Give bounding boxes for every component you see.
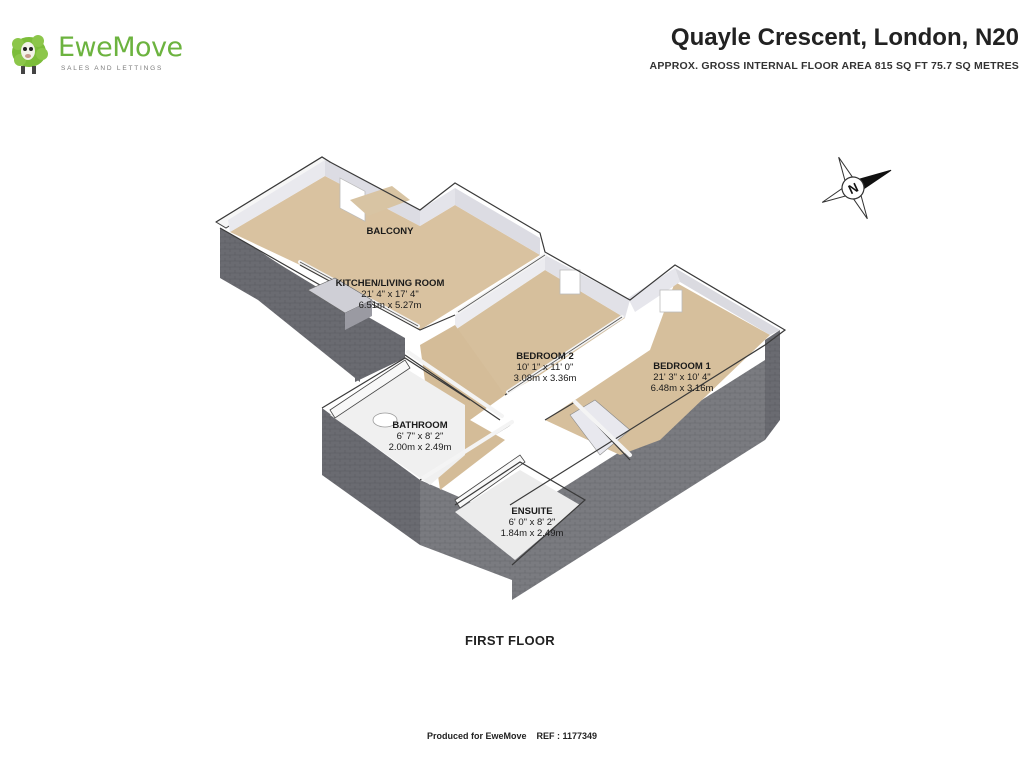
logo-wordmark: EweMove (58, 32, 183, 63)
reference-text: REF : 1177349 (536, 731, 598, 741)
ensuite-floor (455, 470, 580, 560)
outer-wall-kitchen (220, 228, 258, 300)
sheep-logo-icon (12, 35, 48, 74)
balcony-floor (350, 186, 410, 216)
outer-wall-front (512, 360, 765, 600)
room-label-bedroom-1: BEDROOM 1 21' 3" x 10' 4" 6.48m x 3.16m (650, 361, 714, 394)
ewemove-logo: EweMove SALES AND LETTINGS (6, 26, 183, 78)
room-label-ensuite: ENSUITE 6' 0" x 8' 2" 1.84m x 2.49m (500, 506, 564, 539)
bedroom-2-floor (455, 270, 625, 395)
room-label-bedroom-2: BEDROOM 2 10' 1" x 11' 0" 3.08m x 3.36m (513, 351, 577, 384)
floor-name-label: FIRST FLOOR (465, 633, 555, 648)
outer-wall-bath (322, 408, 420, 545)
logo-tagline: SALES AND LETTINGS (61, 65, 164, 72)
kitchen-living-floor (230, 176, 540, 330)
floor-area-subtitle: APPROX. GROSS INTERNAL FLOOR AREA 815 SQ… (649, 60, 1019, 72)
footer: Produced for EweMove REF : 1177349 (427, 731, 597, 741)
room-label-kitchen-living: KITCHEN/LIVING ROOM 21' 4" x 17' 4" 6.51… (335, 278, 445, 311)
property-address-title: Quayle Crescent, London, N20 (670, 24, 1019, 51)
compass-north-arrow-icon: N (821, 156, 892, 220)
room-label-bathroom: BATHROOM 6' 7" x 8' 2" 2.00m x 2.49m (388, 420, 452, 453)
produced-for-text: Produced for EweMove (426, 731, 527, 741)
room-label-balcony: BALCONY (366, 226, 414, 237)
